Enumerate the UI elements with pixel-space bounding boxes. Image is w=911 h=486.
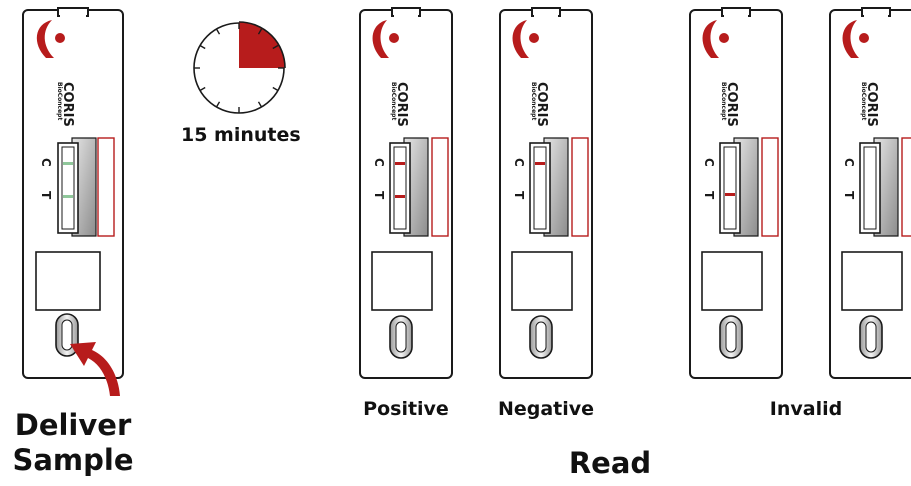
coris-logo: CORIS BioConcept [702,20,739,127]
elapsed-sector [239,22,285,68]
control-mark: C [39,158,53,167]
control-mark: C [702,158,716,167]
control-line [63,162,73,165]
result-window [529,142,551,234]
test-cassette-positive: CORIS BioConcept C T [359,7,453,379]
grip-area [701,251,763,311]
logo-subtitle: BioConcept [860,82,867,120]
result-window [719,142,741,234]
deliver-line-1: Deliver [14,408,132,442]
coris-logo: CORIS BioConcept [842,20,879,127]
deliver-arrow-icon [70,342,120,396]
grip-area [511,251,573,311]
logo-subtitle: BioConcept [56,82,63,120]
id-label-area [97,137,115,237]
logo-word: CORIS [534,82,549,127]
id-label-area [901,137,911,237]
test-mark: T [39,191,53,200]
timer-clock-icon [193,21,286,114]
result-window [859,142,881,234]
deliver-line-2: Sample [12,443,134,477]
deliver-sample-heading: Deliver Sample [0,408,146,478]
test-mark: T [702,191,716,200]
control-line [395,162,405,165]
id-label-area [761,137,779,237]
read-heading: Read [568,446,652,480]
test-line [63,195,73,198]
test-line [725,193,735,196]
grip-area [371,251,433,311]
id-label-area [571,137,589,237]
result-label-negative: Negative [497,398,595,420]
result-window [389,142,411,234]
result-window [57,142,79,234]
test-line [395,195,405,198]
grip-area [841,251,903,311]
control-mark: C [512,158,526,167]
id-label-area [431,137,449,237]
coris-logo: CORIS BioConcept [372,20,409,127]
test-cassette-invalid-a: CORIS BioConcept C T [689,7,783,379]
grip-area [35,251,101,311]
coris-logo: CORIS BioConcept [512,20,549,127]
timer-label: 15 minutes [181,124,301,146]
test-cassette-invalid-b: CORIS BioConcept C T [829,7,911,379]
coris-logo: CORIS BioConcept [36,20,75,127]
logo-word: CORIS [724,82,739,127]
control-mark: C [842,158,856,167]
logo-word: CORIS [394,82,409,127]
test-mark: T [842,191,856,200]
logo-word: CORIS [60,82,75,127]
logo-subtitle: BioConcept [720,82,727,120]
result-label-invalid: Invalid [769,398,843,420]
control-line [535,162,545,165]
test-cassette-deliver: CORIS BioConcept C T [22,7,124,379]
test-cassette-negative: CORIS BioConcept C T [499,7,593,379]
test-mark: T [372,191,386,200]
test-mark: T [512,191,526,200]
control-mark: C [372,158,386,167]
logo-subtitle: BioConcept [390,82,397,120]
clock-ticks [194,23,284,113]
logo-subtitle: BioConcept [530,82,537,120]
result-label-positive: Positive [363,398,449,420]
logo-word: CORIS [864,82,879,127]
